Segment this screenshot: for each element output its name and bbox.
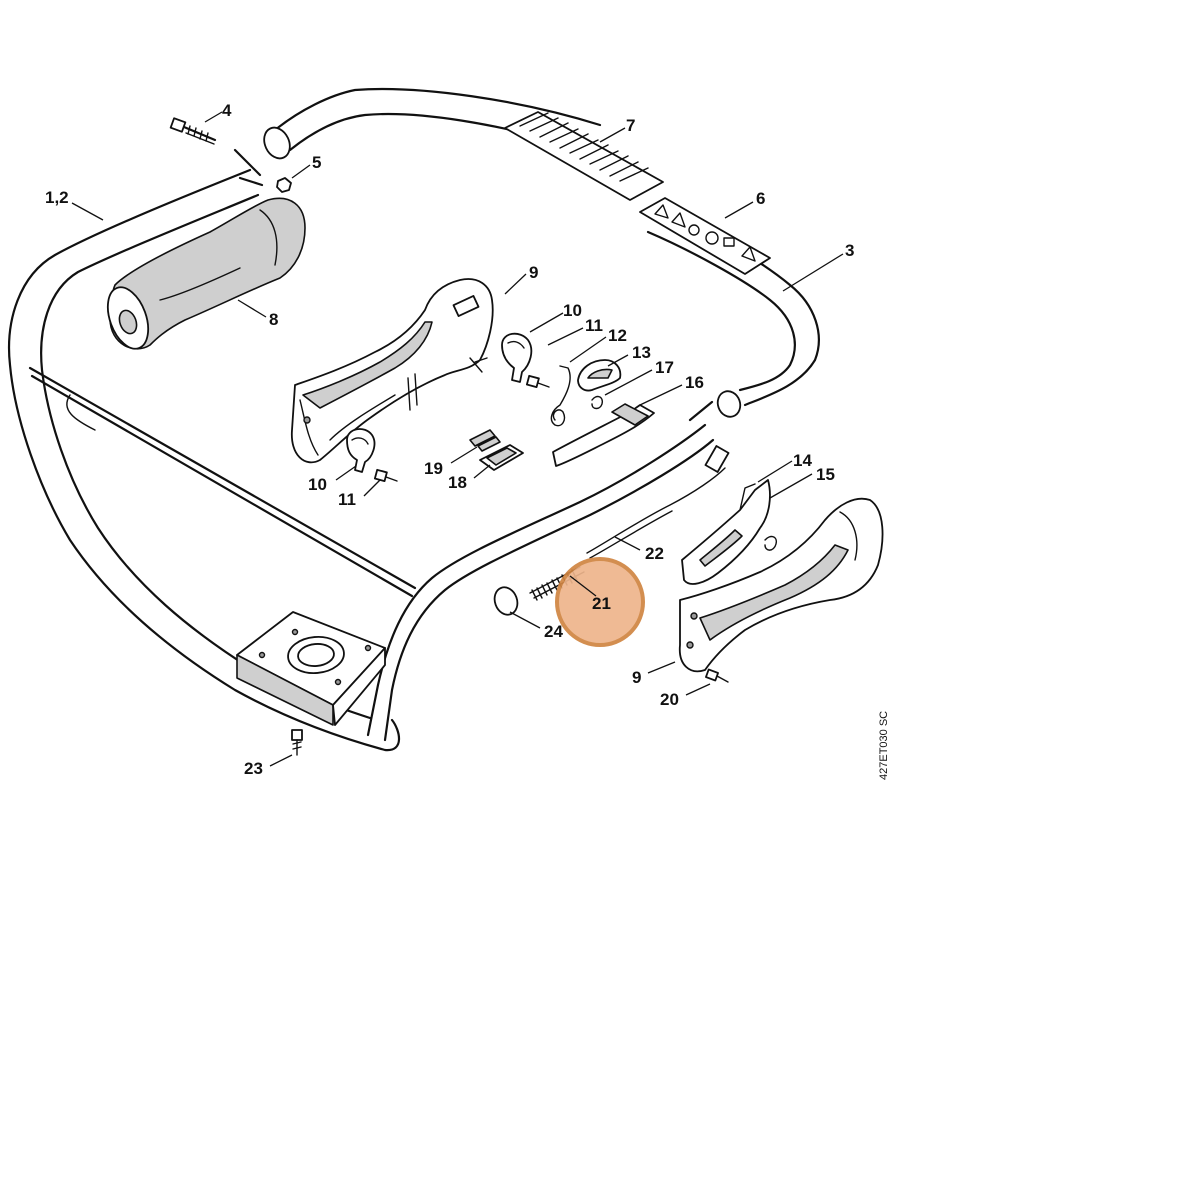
screw-23 [291, 729, 303, 756]
clamp-10-bottom [346, 428, 376, 473]
screw-4 [169, 117, 217, 145]
leader-lines [71, 111, 844, 767]
label-part-11-bottom: 11 [338, 490, 356, 509]
screw-20 [705, 668, 729, 683]
label-part-9-bottom: 9 [632, 668, 641, 687]
decal-plate-7 [504, 111, 664, 201]
label-part-1-2: 1,2 [45, 188, 69, 207]
label-part-19: 19 [424, 459, 443, 478]
clamp-10-top [501, 332, 533, 383]
label-part-17: 17 [655, 358, 674, 377]
trigger-16 [552, 403, 655, 467]
spring-15 [764, 535, 778, 551]
grip-8 [106, 197, 306, 350]
label-part-24: 24 [544, 622, 563, 641]
label-part-8: 8 [269, 310, 278, 329]
label-part-5: 5 [312, 153, 321, 172]
screw-11-bottom [373, 468, 398, 483]
label-part-23: 23 [244, 759, 263, 778]
label-part-15: 15 [816, 465, 835, 484]
label-part-3: 3 [845, 241, 854, 260]
throttle-cable-22 [586, 445, 730, 559]
label-part-14: 14 [793, 451, 812, 470]
drawing-code: 427ET030 SC [878, 711, 890, 780]
part-labels: 4 5 1,2 7 6 3 8 9 10 11 12 13 17 16 19 1… [45, 101, 854, 778]
label-part-16: 16 [685, 373, 704, 392]
handle-housing-9-bottom [678, 497, 884, 673]
part-18 [479, 444, 524, 471]
spring-17 [591, 395, 604, 410]
label-part-22: 22 [645, 544, 664, 563]
highlight-callout[interactable] [555, 557, 645, 647]
warning-decal-6 [639, 197, 771, 275]
label-part-11-top: 11 [585, 316, 603, 335]
part-19 [469, 429, 501, 452]
label-part-20: 20 [660, 690, 679, 709]
screw-11-top [525, 374, 550, 389]
label-part-13: 13 [632, 343, 651, 362]
handle-housing-9-top [291, 278, 494, 464]
nut-5 [276, 177, 292, 193]
label-part-9-top: 9 [529, 263, 538, 282]
throttle-trigger-14 [681, 479, 771, 585]
label-part-4: 4 [222, 101, 232, 120]
lever-13 [577, 359, 622, 392]
label-part-21: 21 [592, 594, 611, 613]
retaining-ring-24 [493, 586, 519, 616]
label-part-10-bottom: 10 [308, 475, 327, 494]
label-part-18: 18 [448, 473, 467, 492]
label-part-12: 12 [608, 326, 627, 345]
label-part-10-top: 10 [563, 301, 582, 320]
label-part-7: 7 [626, 116, 635, 135]
spring-12 [550, 365, 571, 427]
frame-tube [8, 87, 820, 752]
label-part-6: 6 [756, 189, 765, 208]
